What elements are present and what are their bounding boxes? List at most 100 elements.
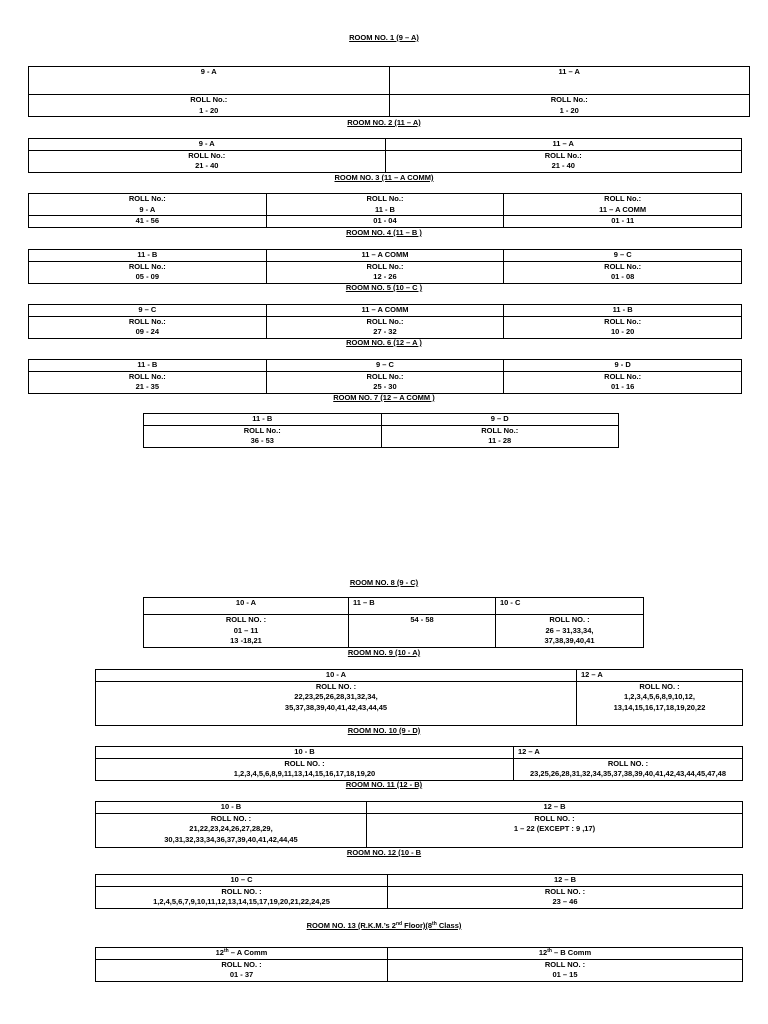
- roll-range: 1 - 20: [559, 105, 579, 115]
- room-13-table: 12th – A Comm 12th – B Comm ROLL NO. :01…: [95, 947, 743, 982]
- roll-label: ROLL NO. :: [534, 813, 575, 823]
- table-header-cell: 12 – A: [513, 746, 743, 759]
- table-cell: ROLL NO. :1 – 22 (EXCEPT : 9 ,17): [366, 812, 743, 848]
- room-11-title: ROOM NO. 11 (12 - B): [345, 780, 423, 789]
- roll-label: ROLL No.:: [366, 261, 404, 271]
- roll-label: ROLL No.:: [604, 371, 642, 381]
- table-cell: 01 - 11: [503, 215, 742, 228]
- roll-range: 13 -18,21: [230, 636, 262, 645]
- room-12-table: 10 – C 12 – B ROLL NO. :1,2,4,5,6,7,9,10…: [95, 874, 743, 909]
- table-header-cell: 11 – B: [348, 597, 496, 615]
- roll-label: ROLL NO. :: [639, 681, 680, 691]
- table-header-cell: 10 - A: [143, 597, 349, 615]
- room-9-title: ROOM NO. 9 (10 - A): [347, 648, 421, 657]
- roll-range: 1,2,3,4,5,6,8,9,11,13,14,15,16,17,18,19,…: [233, 769, 376, 778]
- table-cell: ROLL No.:21 - 35: [28, 370, 267, 394]
- roll-label: ROLL No.:: [366, 194, 404, 204]
- roll-label: ROLL No.:: [128, 316, 166, 326]
- roll-label: ROLL NO. :: [221, 886, 262, 896]
- table-cell: 01 - 04: [265, 215, 505, 228]
- roll-range: 1,2,4,5,6,7,9,10,11,12,13,14,15,17,19,20…: [153, 897, 330, 906]
- roll-label: ROLL No.:: [366, 371, 404, 381]
- roll-range: 1,2,3,4,5,6,8,9,10,12,: [624, 692, 695, 701]
- roll-range: 35,37,38,39,40,41,42,43,44,45: [284, 702, 388, 712]
- roll-range: 21 - 40: [551, 161, 575, 170]
- table-header-cell: 10 – C: [95, 874, 388, 887]
- roll-range: 12 - 26: [373, 272, 397, 281]
- table-header-cell: 11 - B: [503, 304, 742, 317]
- roll-label: ROLL No.:: [604, 261, 642, 271]
- room-4-table: 11 - B 11 – A COMM 9 – C ROLL No.:05 - 0…: [28, 249, 742, 284]
- room-5-table: 9 – C 11 – A COMM 11 - B ROLL No.:09 - 2…: [28, 304, 742, 339]
- table-header-cell: 10 - B: [95, 746, 514, 759]
- room-11-table: 10 - B 12 – B ROLL NO. :21,22,23,24,26,2…: [95, 801, 743, 848]
- roll-range: 01 - 16: [610, 382, 635, 391]
- room-4-title: ROOM NO. 4 (11 – B ): [346, 228, 422, 237]
- table-cell: ROLL No.:11 - 28: [380, 424, 619, 448]
- roll-label: ROLL No.:: [604, 316, 642, 326]
- table-cell: ROLL NO. :23 – 46: [387, 885, 743, 909]
- table-cell: ROLL NO. :21,22,23,24,26,27,28,29,30,31,…: [95, 812, 367, 848]
- roll-label: ROLL No.:: [188, 150, 226, 160]
- table-cell: ROLL NO. :22,23,25,26,28,31,32,34,35,37,…: [95, 680, 577, 726]
- roll-range: 01 – 11: [233, 625, 259, 635]
- roll-range: 13,14,15,16,17,18,19,20,22: [613, 702, 706, 712]
- room-10-title: ROOM NO. 10 (9 - D): [347, 726, 421, 735]
- superscript: th: [223, 948, 229, 954]
- table-cell: ROLL No.:01 - 08: [503, 260, 742, 284]
- table-cell: ROLL No.:05 - 09: [28, 260, 267, 284]
- room-13-title: ROOM NO. 13 (R.K.M.’s 2nd Floor)(8th Cla…: [0, 921, 768, 931]
- table-cell: 54 - 58: [348, 614, 496, 648]
- room-10-table: 10 - B 12 – A ROLL NO. : 1,2,3,4,5,6,8,9,…: [95, 746, 743, 781]
- room-3-table: ROLL No.:9 - A ROLL No.:11 - B ROLL No.:…: [28, 193, 742, 228]
- roll-range: 36 - 53: [250, 436, 274, 445]
- table-cell: ROLL No.:25 - 30: [265, 370, 505, 394]
- roll-label: ROLL No.:: [190, 95, 228, 105]
- table-cell: ROLL No.:11 – A COMM: [503, 193, 742, 216]
- roll-label: ROLL No.:: [366, 316, 404, 326]
- table-header-cell: 9 - D: [503, 359, 742, 372]
- table-header-cell: 11 – A: [384, 138, 742, 151]
- roll-label: ROLL No.:: [128, 371, 166, 381]
- table-header-cell: 10 - C: [495, 597, 644, 615]
- roll-range: 01 - 37: [229, 970, 254, 979]
- table-cell: ROLL No.:01 - 16: [503, 370, 742, 394]
- table-header-cell: 9 - A: [28, 66, 390, 95]
- table-header-cell: 9 – C: [28, 304, 267, 317]
- table-cell: ROLL NO. :01 - 37: [95, 958, 388, 982]
- roll-label: ROLL No.:: [604, 194, 642, 204]
- table-header-cell: 11 – A: [388, 66, 750, 95]
- roll-label: ROLL NO. :: [225, 615, 267, 624]
- roll-label: ROLL No.:: [544, 150, 582, 160]
- roll-range: 09 - 24: [135, 327, 159, 336]
- room-7-title: ROOM NO. 7 (12 – A COMM ): [333, 393, 435, 402]
- class-label: 11 – A COMM: [599, 204, 647, 214]
- table-cell: ROLL No.:21 - 40: [28, 149, 386, 173]
- roll-range: 27 - 32: [373, 327, 397, 336]
- room-12-title: ROOM NO. 12 (10 - B: [346, 848, 422, 857]
- table-cell: ROLL NO. :01 – 15: [387, 958, 743, 982]
- roll-label: ROLL NO. :: [607, 758, 649, 768]
- table-header-cell: 11 - B: [28, 359, 267, 372]
- table-header-cell: 10 - B: [95, 801, 367, 814]
- table-cell: ROLL NO. :1,2,4,5,6,7,9,10,11,12,13,14,1…: [95, 885, 388, 909]
- roll-range: 11 - 28: [488, 436, 512, 445]
- table-header-cell: 10 - A: [95, 669, 577, 682]
- table-cell: ROLL NO. :23,25,26,28,31,32,34,35,37,38,…: [513, 757, 743, 781]
- room-9-table: 10 - A 12 – A ROLL NO. :22,23,25,26,28,3…: [95, 669, 743, 726]
- roll-range: 1 - 20: [199, 105, 219, 115]
- room-2-table: 9 - A 11 – A ROLL No.:21 - 40 ROLL No.:2…: [28, 138, 742, 173]
- table-header-cell: 12th – B Comm: [387, 947, 743, 960]
- table-cell: ROLL No.:11 - B: [265, 193, 505, 216]
- roll-range: 01 – 15: [552, 970, 578, 979]
- table-header-cell: 12 – A: [576, 669, 743, 682]
- room-7-table: 11 - B 9 – D ROLL No.:36 - 53 ROLL No.:1…: [143, 413, 619, 448]
- room-2-title: ROOM NO. 2 (11 – A): [347, 118, 421, 127]
- roll-range: 21 - 40: [195, 161, 219, 170]
- roll-label: ROLL No.:: [128, 194, 166, 204]
- roll-label: ROLL NO. :: [549, 615, 590, 624]
- roll-label: ROLL NO. :: [544, 886, 586, 896]
- table-cell: ROLL No.:09 - 24: [28, 315, 267, 339]
- roll-label: ROLL NO. :: [210, 813, 252, 823]
